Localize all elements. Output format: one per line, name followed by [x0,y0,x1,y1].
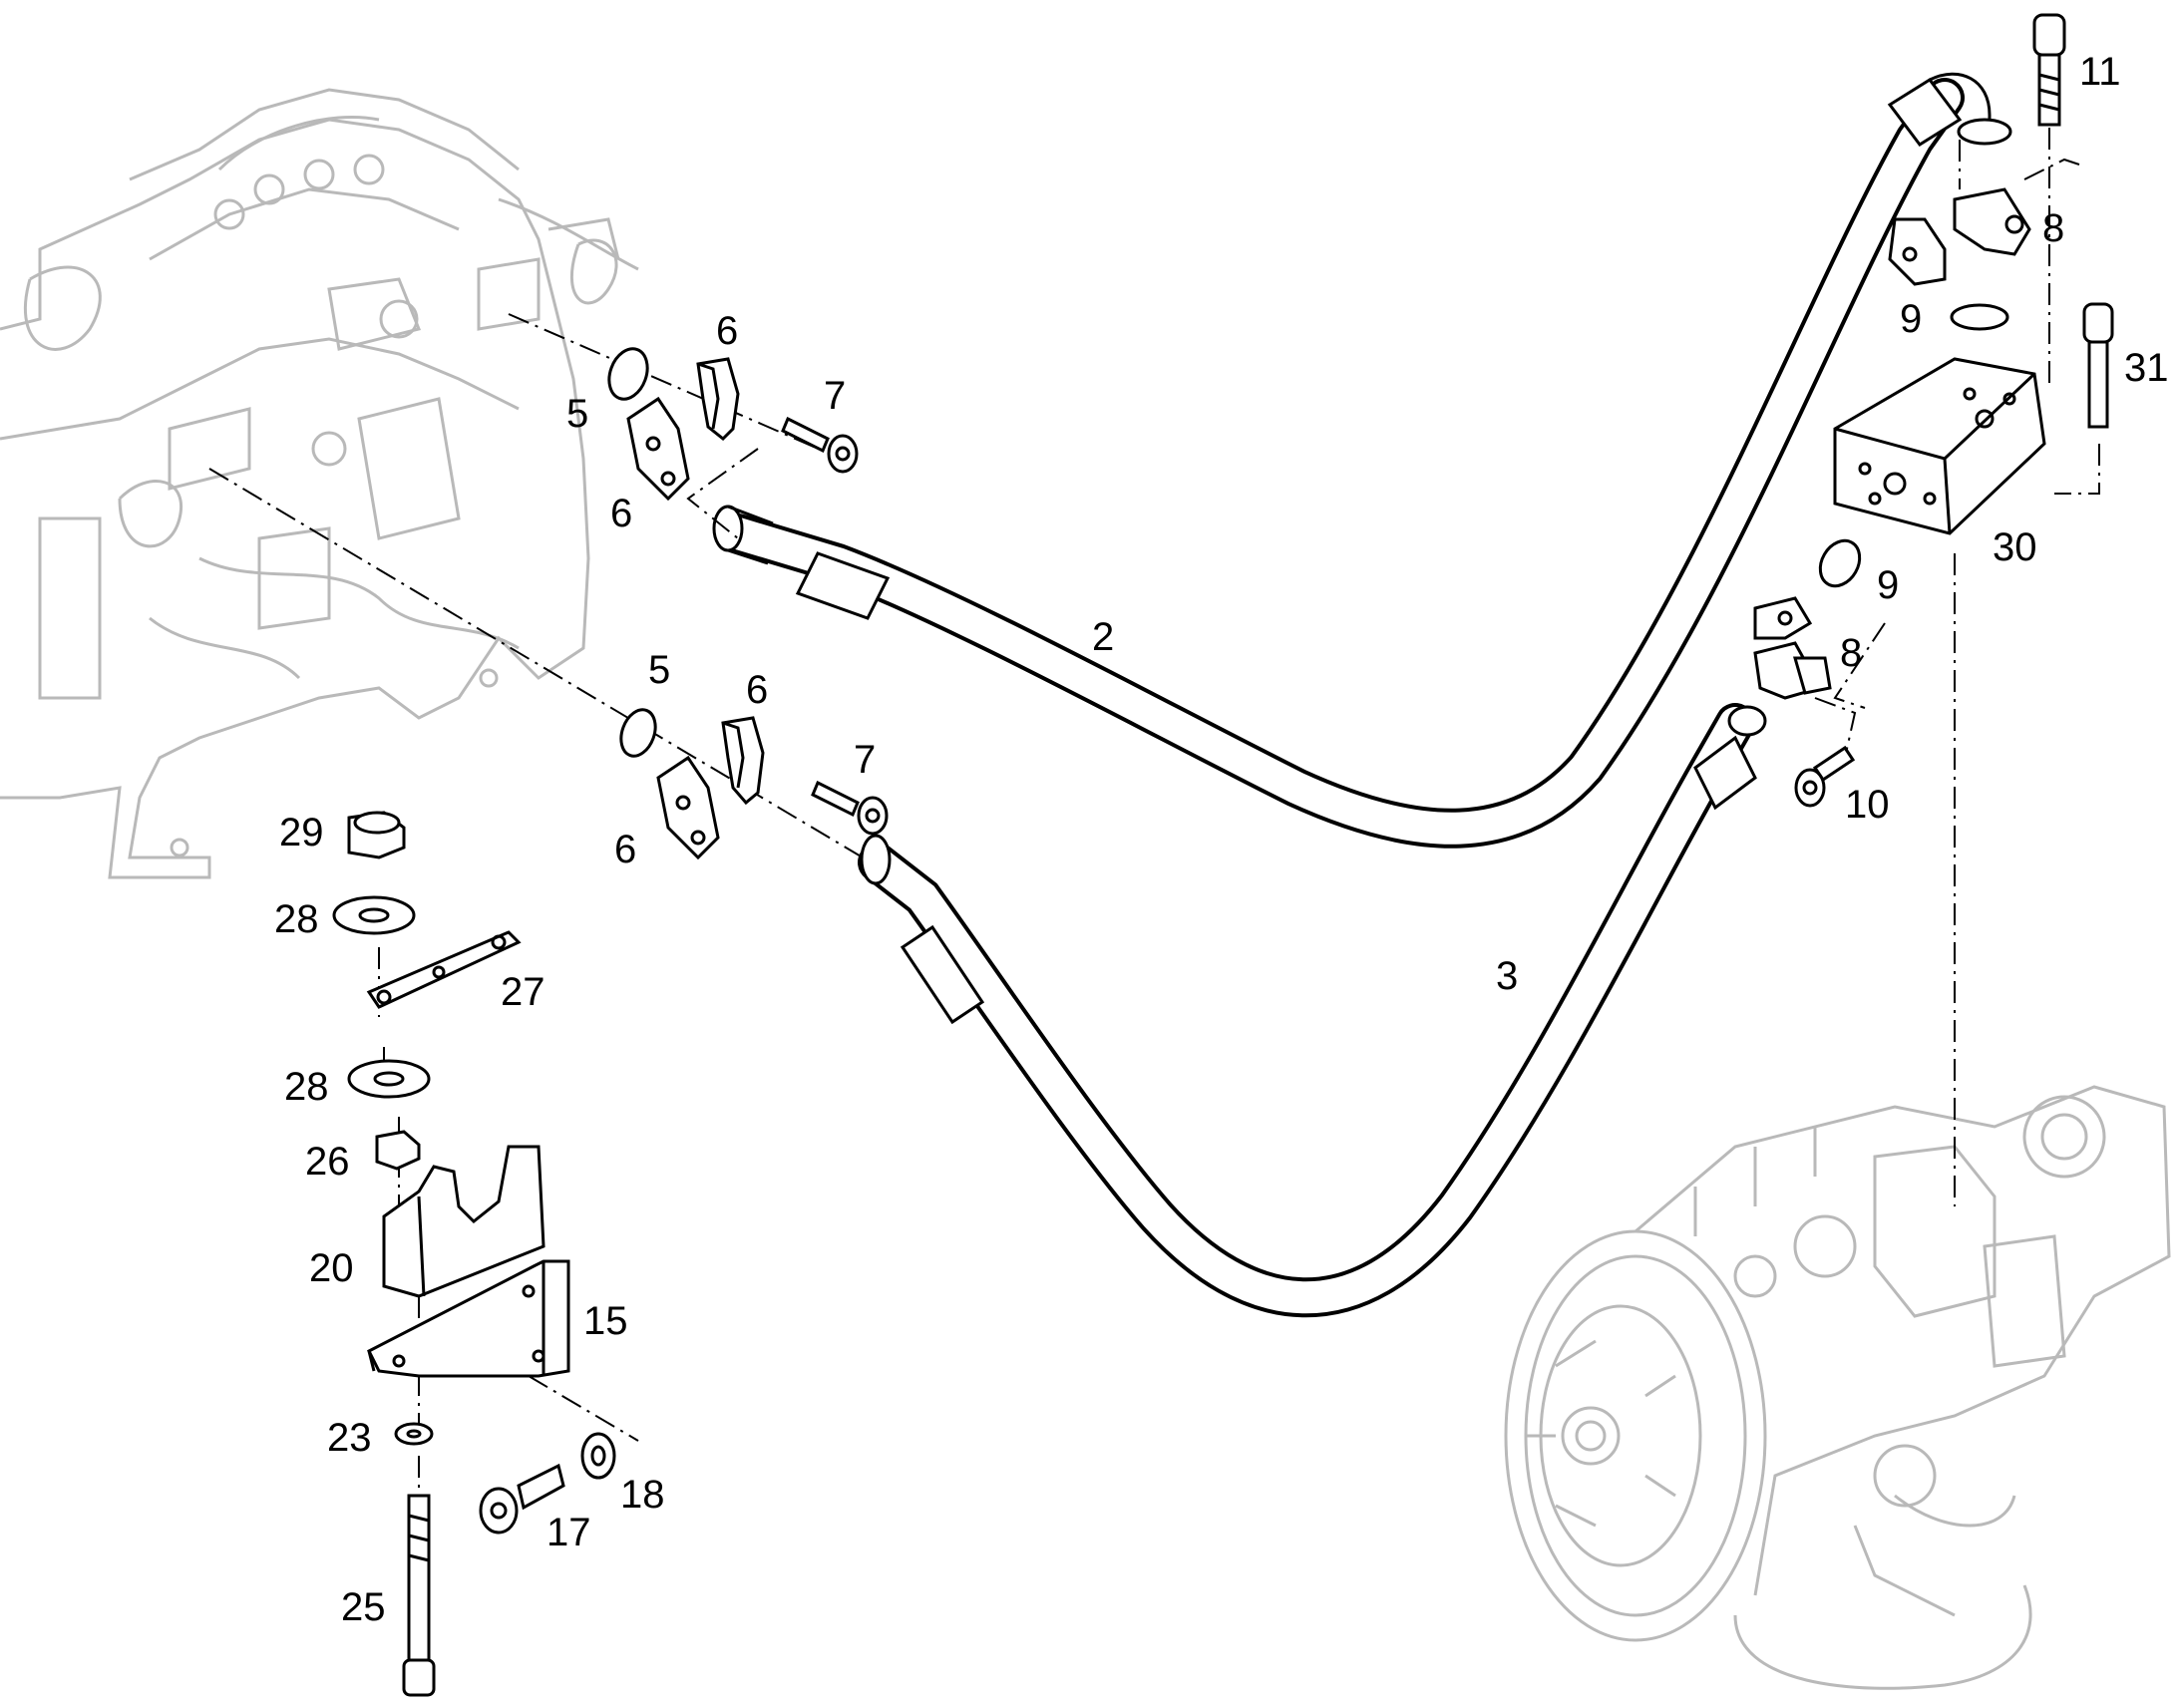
flange-half-6a [696,357,740,442]
hydraulic-hose-3 [858,703,1767,1318]
bracket-15 [366,1259,570,1378]
o-ring-5a [607,347,649,401]
callout-7a: 7 [824,374,846,418]
cap-screw-31 [2082,302,2114,429]
callout-7b: 7 [854,738,876,782]
callout-labels: 2 3 5 5 6 6 6 6 7 7 8 8 9 9 10 11 15 17 … [274,50,2169,1629]
callout-2: 2 [1092,615,1114,659]
callout-26: 26 [305,1140,350,1184]
washer-28a [332,895,416,935]
flange-half-6b [626,396,690,502]
callout-28a: 28 [274,897,319,941]
nut-26 [375,1130,421,1171]
washer-23 [394,1422,434,1446]
cap-screw-25 [402,1494,436,1697]
callout-11: 11 [2079,50,2121,94]
callout-23: 23 [327,1416,372,1460]
flange-half-8b [1888,217,1947,286]
hydraulic-hose-2 [712,72,2012,849]
hydraulic-pump-icon [1504,1085,2171,1690]
cap-screw-17 [479,1463,565,1535]
washer-28b [347,1059,431,1099]
callout-15: 15 [583,1299,628,1343]
callout-6a: 6 [716,309,738,353]
callout-5a: 5 [566,392,588,436]
cap-screw-10 [1794,745,1856,808]
callout-31: 31 [2124,346,2169,390]
manifold-block-30 [1833,357,2046,535]
o-ring-5b [619,708,657,758]
callout-9b: 9 [1877,563,1899,607]
flange-half-6d [656,755,720,860]
cap-screw-11 [2032,13,2066,127]
callout-18: 18 [620,1473,665,1517]
bracket-20 [382,1145,545,1298]
callout-17: 17 [546,1511,591,1554]
callout-25: 25 [341,1585,386,1629]
washer-18 [580,1432,616,1480]
strap-27 [366,930,522,1009]
flange-half-8d [1753,641,1832,700]
callout-8a: 8 [2042,206,2064,250]
callout-30: 30 [1993,525,2037,569]
cap-screw-7a [781,416,859,474]
flange-half-6c [721,716,765,806]
callout-8b: 8 [1840,631,1862,675]
callout-9a: 9 [1900,297,1922,341]
callout-3: 3 [1496,954,1518,998]
callout-6c: 6 [746,668,768,712]
callout-6d: 6 [614,828,636,871]
o-ring-9b [1818,538,1862,588]
cap-screw-7b [811,780,889,836]
callout-6b: 6 [610,492,632,535]
callout-10: 10 [1845,783,1890,827]
lock-nut-29 [347,811,406,859]
callout-20: 20 [309,1246,354,1290]
engine-block-icon [0,88,639,879]
callout-28b: 28 [284,1065,329,1109]
callout-27: 27 [501,970,545,1014]
o-ring-9a [1950,303,2009,331]
callout-29: 29 [279,811,324,854]
callout-5b: 5 [648,648,670,692]
flange-half-8a [1953,187,2031,256]
flange-half-8c [1753,596,1813,640]
